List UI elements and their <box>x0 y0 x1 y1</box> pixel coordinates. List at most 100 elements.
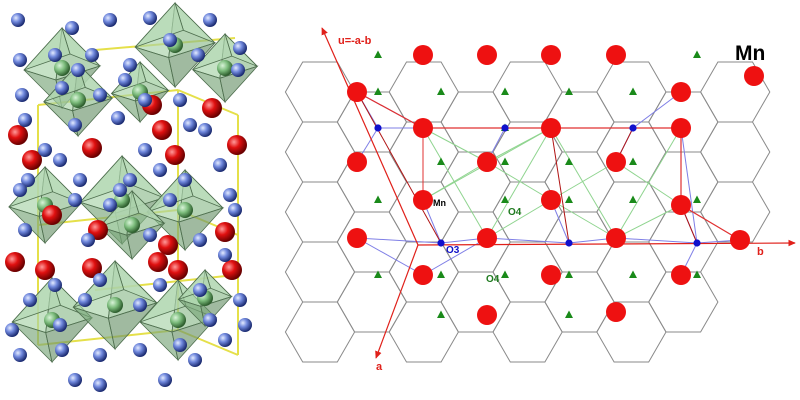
mn-atom <box>158 235 178 255</box>
honeycomb-hexagon <box>336 271 408 333</box>
green-center-atom <box>217 60 233 76</box>
o3-site-label: O3 <box>446 245 460 256</box>
oxygen-atom <box>153 278 167 292</box>
mn-site-marker <box>606 228 626 248</box>
legend-mn-marker <box>744 66 764 86</box>
o4-triangle-marker <box>693 195 701 203</box>
green-bond <box>615 161 682 206</box>
octahedron-face <box>178 207 225 251</box>
oxygen-atom <box>93 88 107 102</box>
green-bond <box>422 161 488 201</box>
mn-atom <box>35 260 55 280</box>
oxygen-atom <box>133 298 147 312</box>
oxygen-atom <box>18 223 32 237</box>
mn-atom <box>82 138 102 158</box>
legend-mn-label: Mn <box>735 42 765 65</box>
honeycomb-hexagon <box>284 181 356 243</box>
mn-atom <box>165 145 185 165</box>
crystal-structure-3d <box>5 1 259 392</box>
o3-dot-marker <box>501 124 509 132</box>
oxygen-atom <box>233 41 247 55</box>
a-axis-label: a <box>376 361 383 373</box>
mn-site-marker <box>477 228 497 248</box>
o3-dot-marker <box>374 124 382 132</box>
oxygen-atom <box>218 333 232 347</box>
honeycomb-hexagon <box>336 211 408 273</box>
honeycomb-hexagon <box>596 241 667 303</box>
blue-bond <box>615 237 698 244</box>
mn-site-marker <box>671 118 691 138</box>
o3-dot-marker <box>693 239 701 247</box>
mn-atom <box>88 220 108 240</box>
mn-site-marker <box>730 230 750 250</box>
mn-atom <box>152 120 172 140</box>
oxygen-atom <box>178 173 192 187</box>
o4-triangle-marker <box>501 87 509 95</box>
octahedron-face <box>134 2 184 48</box>
oxygen-atom <box>38 143 52 157</box>
mn-site-marker <box>671 82 691 102</box>
oxygen-atom <box>18 113 32 127</box>
octahedron-face <box>192 33 233 71</box>
oxygen-atom <box>111 111 125 125</box>
oxygen-atom <box>78 293 92 307</box>
oxygen-atom <box>173 338 187 352</box>
oxygen-atom <box>48 278 62 292</box>
green-center-atom <box>107 297 123 313</box>
oxygen-atom <box>143 228 157 242</box>
mn-atom <box>168 260 188 280</box>
honeycomb-hexagon <box>388 61 459 123</box>
mn-atom <box>22 150 42 170</box>
mn-site-marker <box>477 152 497 172</box>
oxygen-atom <box>65 21 79 35</box>
o4-triangle-marker <box>693 270 701 278</box>
u-axis-label: u=-a-b <box>338 35 372 47</box>
oxygen-atom <box>93 348 107 362</box>
mn-site-marker <box>671 265 691 285</box>
o4-triangle-marker <box>565 87 573 95</box>
oxygen-atom <box>133 343 147 357</box>
mn-site-marker <box>606 152 626 172</box>
green-bond <box>422 127 488 239</box>
oxygen-atom <box>231 63 245 77</box>
oxygen-atom <box>53 318 67 332</box>
oxygen-atom <box>183 118 197 132</box>
oxygen-atom <box>71 63 85 77</box>
oxygen-atom <box>81 233 95 247</box>
mn-site-marker <box>671 195 691 215</box>
mn-site-marker <box>477 305 497 325</box>
oxygen-atom <box>198 123 212 137</box>
oxygen-atom <box>53 153 67 167</box>
honeycomb-hexagon <box>284 241 356 303</box>
mn-site-marker <box>413 190 433 210</box>
mn-atom <box>222 260 242 280</box>
oxygen-atom <box>68 373 82 387</box>
mn-atom <box>148 252 168 272</box>
o4-triangle-marker <box>437 310 445 318</box>
octahedron-face <box>23 27 71 71</box>
honeycomb-hexagon <box>284 301 356 363</box>
red-cell-outline <box>356 91 741 241</box>
oxygen-atom <box>193 233 207 247</box>
honeycomb-hexagon <box>284 121 356 183</box>
oxygen-atom <box>5 323 19 337</box>
honeycomb-hexagon <box>336 91 408 153</box>
oxygen-atom <box>138 93 152 107</box>
o4-triangle-marker <box>565 270 573 278</box>
blue-bond <box>422 237 488 276</box>
a-axis-arrow <box>375 244 419 359</box>
honeycomb-hexagon <box>440 151 511 213</box>
green-center-atom <box>124 217 140 233</box>
oxygen-atom <box>223 188 237 202</box>
oxygen-atom <box>13 348 27 362</box>
octahedron-face <box>107 301 159 350</box>
oxygen-atom <box>103 13 117 27</box>
oxygen-atom <box>68 118 82 132</box>
mn-site-label: Mn <box>433 198 446 208</box>
oxygen-atom <box>21 173 35 187</box>
mn-atom <box>8 125 28 145</box>
o4-triangle-marker <box>501 270 509 278</box>
mn-site-marker <box>541 118 561 138</box>
o4-triangle-marker <box>501 195 509 203</box>
